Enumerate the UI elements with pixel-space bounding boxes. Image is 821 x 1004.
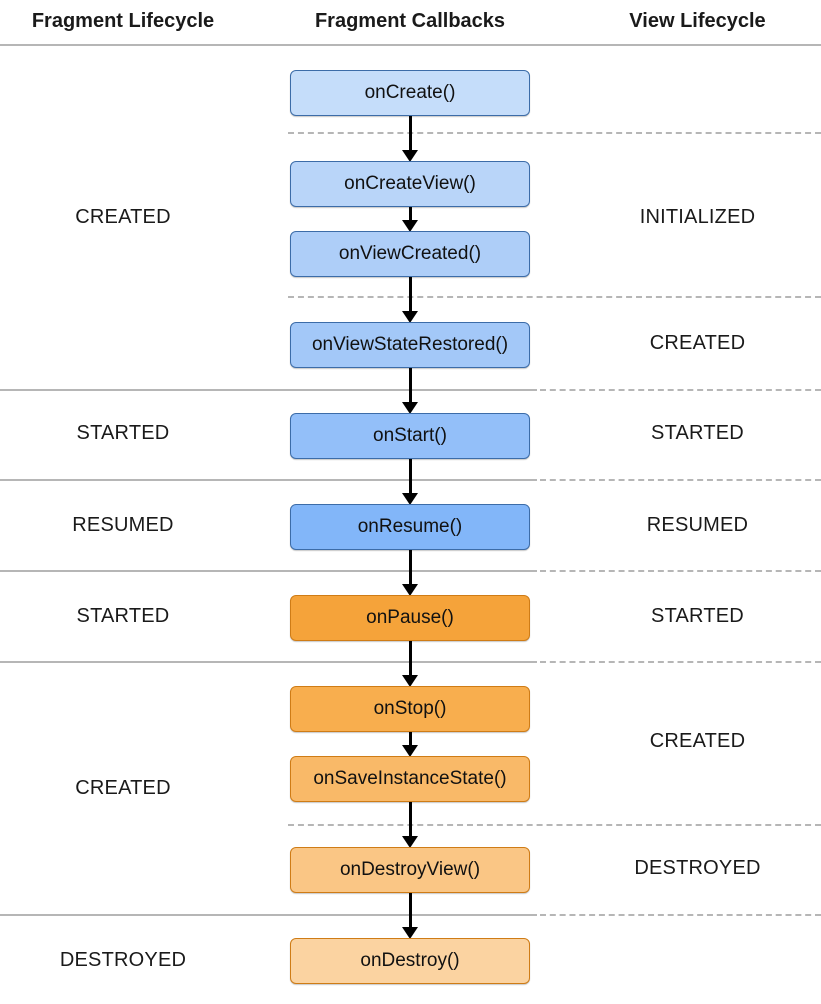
arrow-on-resume-to-on-pause [409, 550, 412, 585]
arrow-on-view-created-to-on-view-state-restored-head [402, 311, 418, 323]
callback-box-on-destroy-view[interactable]: onDestroyView() [290, 847, 530, 893]
callback-box-on-create-view[interactable]: onCreateView() [290, 161, 530, 207]
view-state-created-1: CREATED [649, 332, 746, 354]
view-state-divider [540, 914, 821, 916]
view-state-divider [540, 570, 821, 572]
arrow-on-create-to-on-create-view [409, 116, 412, 151]
arrow-on-create-view-to-on-view-created [409, 207, 412, 221]
fragment-state-started-1: STARTED [76, 422, 170, 444]
arrow-on-destroy-view-to-on-destroy [409, 893, 412, 928]
callback-box-on-destroy[interactable]: onDestroy() [290, 938, 530, 984]
view-state-initialized: INITIALIZED [639, 206, 756, 228]
arrow-on-create-view-to-on-view-created-head [402, 220, 418, 232]
view-state-divider [288, 824, 821, 826]
view-state-divider [540, 389, 821, 391]
callback-box-on-create[interactable]: onCreate() [290, 70, 530, 116]
arrow-on-save-instance-state-to-on-destroy-view [409, 802, 412, 837]
fragment-state-resumed: RESUMED [72, 514, 174, 536]
arrow-on-destroy-view-to-on-destroy-head [402, 927, 418, 939]
fragment-state-divider [0, 479, 537, 481]
arrow-on-view-state-restored-to-on-start-head [402, 402, 418, 414]
view-state-started-2: STARTED [651, 605, 744, 627]
column-header-fragment-callbacks: Fragment Callbacks [314, 10, 506, 32]
callback-box-on-view-state-restored[interactable]: onViewStateRestored() [290, 322, 530, 368]
fragment-state-started-2: STARTED [76, 605, 170, 627]
arrow-on-resume-to-on-pause-head [402, 584, 418, 596]
arrow-on-stop-to-on-save-instance-state [409, 732, 412, 746]
arrow-on-stop-to-on-save-instance-state-head [402, 745, 418, 757]
fragment-state-created-2: CREATED [75, 777, 171, 799]
callback-box-on-stop[interactable]: onStop() [290, 686, 530, 732]
callback-box-on-view-created[interactable]: onViewCreated() [290, 231, 530, 277]
column-header-fragment-lifecycle: Fragment Lifecycle [31, 10, 215, 32]
view-state-started-1: STARTED [651, 422, 744, 444]
fragment-state-divider [0, 570, 537, 572]
view-state-divider [540, 661, 821, 663]
fragment-state-destroyed: DESTROYED [59, 949, 187, 971]
arrow-on-create-to-on-create-view-head [402, 150, 418, 162]
diagram-header: Fragment Lifecycle Fragment Callbacks Vi… [0, 0, 821, 45]
fragment-state-divider [0, 661, 537, 663]
view-state-created-2: CREATED [649, 730, 746, 752]
arrow-on-pause-to-on-stop-head [402, 675, 418, 687]
arrow-on-start-to-on-resume-head [402, 493, 418, 505]
fragment-state-created-1: CREATED [75, 206, 171, 228]
callback-box-on-start[interactable]: onStart() [290, 413, 530, 459]
column-header-view-lifecycle: View Lifecycle [629, 10, 766, 32]
callback-box-on-save-instance-state[interactable]: onSaveInstanceState() [290, 756, 530, 802]
view-state-divider [540, 479, 821, 481]
arrow-on-pause-to-on-stop [409, 641, 412, 676]
arrow-on-start-to-on-resume [409, 459, 412, 494]
header-divider [0, 44, 821, 46]
callback-box-on-resume[interactable]: onResume() [290, 504, 530, 550]
view-state-divider [288, 296, 821, 298]
callback-box-on-pause[interactable]: onPause() [290, 595, 530, 641]
view-state-resumed: RESUMED [646, 514, 749, 536]
arrow-on-view-state-restored-to-on-start [409, 368, 412, 403]
fragment-state-divider [0, 389, 537, 391]
view-state-destroyed: DESTROYED [634, 857, 761, 879]
arrow-on-view-created-to-on-view-state-restored [409, 277, 412, 312]
view-state-divider [288, 132, 821, 134]
fragment-state-divider [0, 914, 537, 916]
arrow-on-save-instance-state-to-on-destroy-view-head [402, 836, 418, 848]
